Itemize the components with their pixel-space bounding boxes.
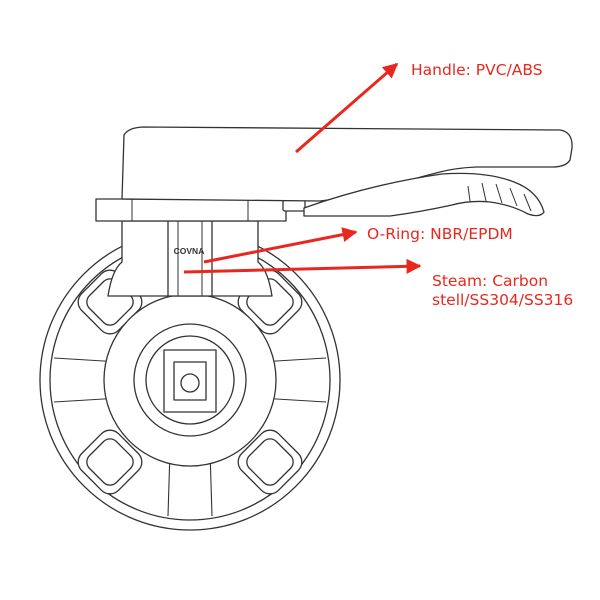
covna-mark: COVNA <box>174 246 205 256</box>
stem-arrow <box>183 258 422 274</box>
handle-label: Handle: PVC/ABS <box>411 61 543 79</box>
oring-arrow <box>203 227 358 264</box>
mounting-plate <box>95 198 287 222</box>
stem-shaft <box>167 220 213 297</box>
hub-core <box>145 335 235 425</box>
stem-label-line1: Steam: Carbon <box>432 272 549 290</box>
drive-hole <box>180 373 200 393</box>
handle-arrow <box>295 62 399 154</box>
oring-label: O-Ring: NBR/EPDM <box>367 225 513 243</box>
stem-label: Steam: Carbon stell/SS304/SS316 <box>432 272 573 310</box>
plate-pin <box>282 199 306 212</box>
trigger-grip-lines <box>467 182 532 212</box>
stem-label-line2: stell/SS304/SS316 <box>432 291 574 309</box>
trigger-lever <box>303 172 545 217</box>
